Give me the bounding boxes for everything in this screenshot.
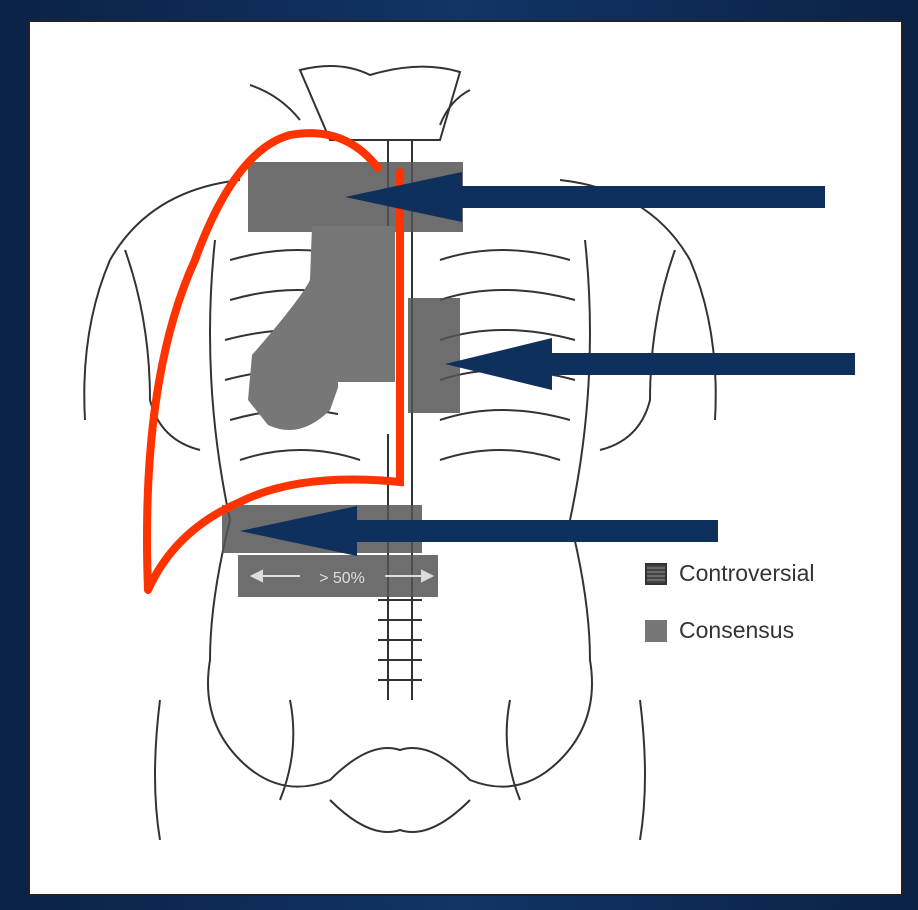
legend-consensus: Consensus [645, 617, 794, 644]
controversial-region-middle [408, 298, 460, 413]
legend-controversial: Controversial [645, 560, 815, 587]
zone-label-box [338, 382, 398, 434]
consensus-swatch [645, 620, 667, 642]
legend-controversial-label: Controversial [679, 560, 815, 587]
controversial-swatch [645, 563, 667, 585]
zone-width-label: > 50% [319, 570, 365, 587]
legend-consensus-label: Consensus [679, 617, 794, 644]
